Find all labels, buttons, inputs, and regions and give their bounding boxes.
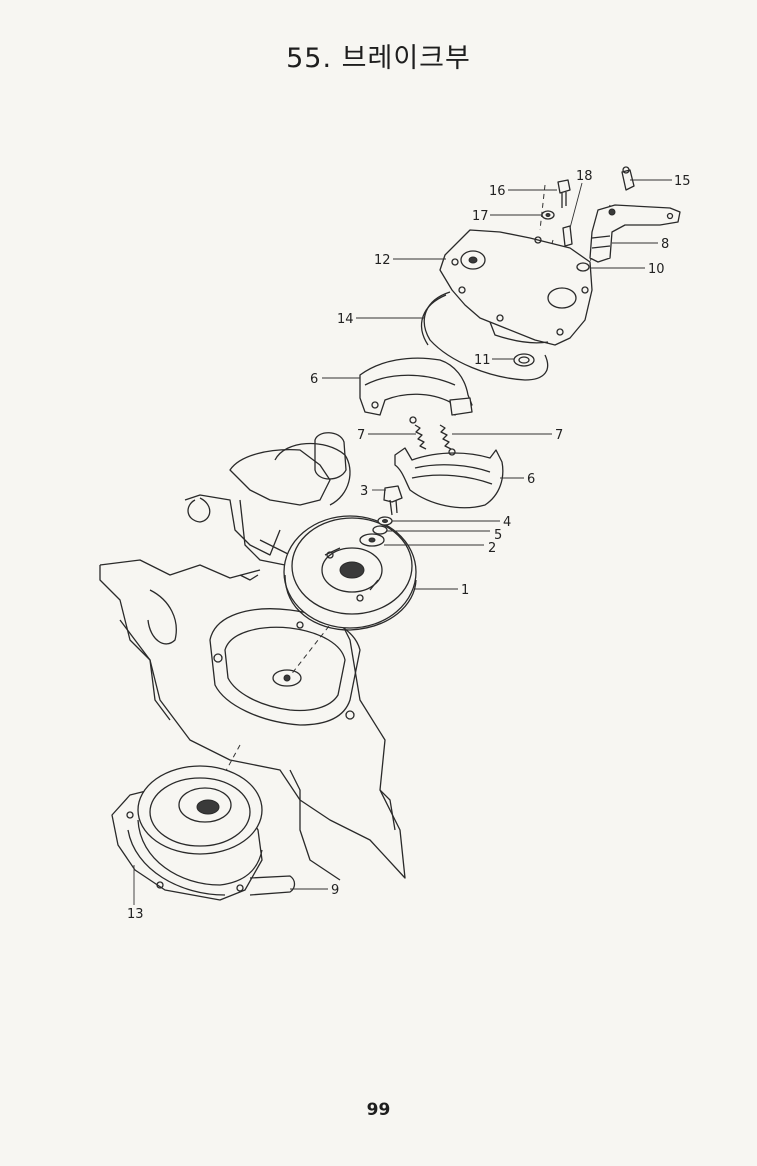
part-16-bolt bbox=[557, 179, 571, 208]
part-15-grease-nipple bbox=[621, 166, 635, 191]
callout-12: 12 bbox=[374, 253, 391, 268]
page-number: 99 bbox=[366, 1100, 391, 1120]
part-12-backing-plate bbox=[439, 229, 593, 346]
part-14-seal-ring bbox=[420, 291, 549, 381]
part-6-brake-shoe-lower bbox=[394, 447, 504, 509]
callout-5: 5 bbox=[494, 528, 502, 543]
part-7-return-springs bbox=[409, 416, 456, 456]
part-2-washer bbox=[359, 533, 385, 547]
page-title: 55. 브레이크부 bbox=[286, 43, 471, 74]
callout-6-upper: 6 bbox=[310, 372, 318, 387]
callout-17: 17 bbox=[472, 209, 489, 224]
callout-3: 3 bbox=[360, 484, 368, 499]
callout-10: 10 bbox=[648, 262, 665, 277]
part-6-brake-shoe-upper bbox=[359, 357, 473, 416]
callout-7-left: 7 bbox=[357, 428, 365, 443]
part-10-snap-ring bbox=[576, 262, 590, 272]
callout-11: 11 bbox=[474, 353, 491, 368]
part-8-cam-lever bbox=[589, 204, 681, 263]
part-18-pin bbox=[562, 225, 573, 247]
part-1-brake-drum bbox=[283, 515, 417, 631]
part-4-nut bbox=[377, 516, 393, 526]
part-17-lock-washer bbox=[541, 210, 555, 220]
callout-7-right: 7 bbox=[555, 428, 563, 443]
part-13-pulley-cover bbox=[111, 765, 263, 901]
callout-labels: 16 18 15 17 8 12 10 14 11 6 7 7 6 3 4 5 … bbox=[127, 169, 691, 922]
callout-9: 9 bbox=[331, 883, 339, 898]
callout-8: 8 bbox=[661, 237, 669, 252]
callout-4: 4 bbox=[503, 515, 511, 530]
callout-18: 18 bbox=[576, 169, 593, 184]
callout-16: 16 bbox=[489, 184, 506, 199]
callout-2: 2 bbox=[488, 541, 496, 556]
part-3-bolt bbox=[383, 485, 403, 516]
part-5-washer bbox=[372, 525, 388, 535]
callout-13: 13 bbox=[127, 907, 144, 922]
part-11-grommet bbox=[513, 353, 535, 367]
callout-15: 15 bbox=[674, 174, 691, 189]
part-9-lever-arm bbox=[249, 875, 296, 896]
leader-lines bbox=[133, 179, 672, 905]
transmission-housing bbox=[99, 184, 611, 881]
callout-14: 14 bbox=[337, 312, 354, 327]
callout-1: 1 bbox=[461, 583, 469, 598]
callout-6-lower: 6 bbox=[527, 472, 535, 487]
